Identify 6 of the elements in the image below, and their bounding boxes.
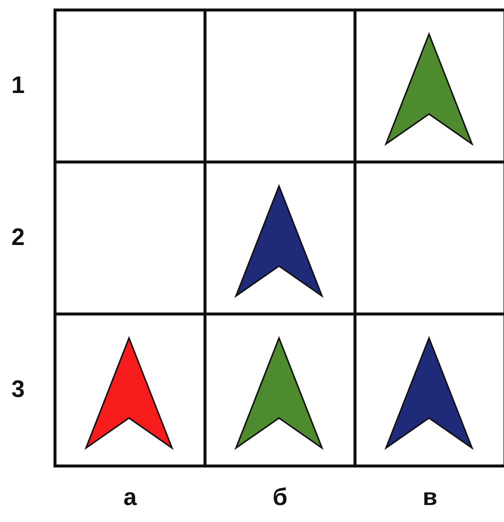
- column-label: а: [122, 484, 138, 512]
- row-label: 1: [10, 72, 26, 100]
- column-label: б: [272, 484, 288, 512]
- row-label: 2: [10, 224, 26, 252]
- column-label: в: [422, 484, 438, 512]
- row-label: 3: [10, 376, 26, 404]
